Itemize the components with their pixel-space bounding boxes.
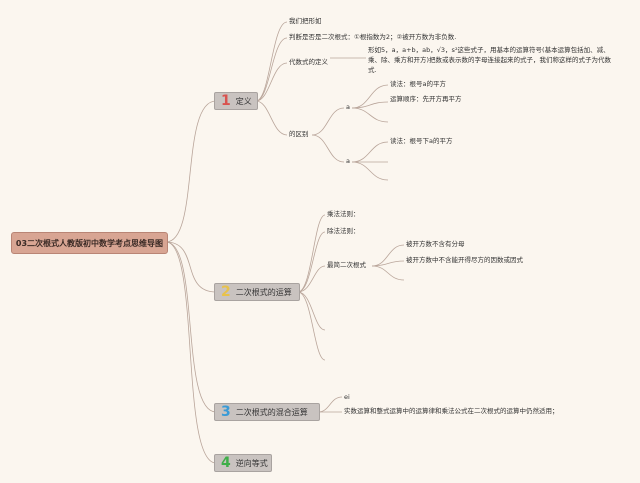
branch-operations[interactable]: 2 二次根式的运算 bbox=[214, 283, 300, 301]
definition-item-difference: 的区别 bbox=[289, 130, 309, 138]
definition-item-algebraic-label: 代数式的定义 bbox=[289, 58, 328, 66]
branch-label-operations: 二次根式的运算 bbox=[235, 287, 292, 297]
operations-simplest-radical: 最简二次根式 bbox=[327, 261, 366, 269]
branch-number-2: 2 bbox=[221, 284, 231, 300]
a1-order: 运算顺序：先开方再平方 bbox=[390, 95, 462, 103]
branch-label-definition: 定义 bbox=[235, 96, 252, 106]
branch-number-3: 3 bbox=[221, 404, 231, 420]
branch-mixed-operations[interactable]: 3 二次根式的混合运算 bbox=[214, 403, 320, 421]
operations-multiply-rule: 乘法法则： bbox=[327, 210, 360, 218]
branch-number-1: 1 bbox=[221, 93, 231, 109]
branch-number-4: 4 bbox=[221, 455, 231, 471]
a2-reading: 读法：根号下a的平方 bbox=[390, 137, 453, 145]
definition-item-form: 我们把形如 bbox=[289, 17, 322, 25]
a1-reading: 读法：根号a的平方 bbox=[390, 80, 446, 88]
simplest-condition-2: 被开方数中不含能开得尽方的因数或因式 bbox=[406, 256, 523, 264]
difference-node-a2: a bbox=[346, 157, 350, 165]
simplest-condition-1: 被开方数不含有分母 bbox=[406, 240, 465, 248]
branch-reverse-equation[interactable]: 4 逆向等式 bbox=[214, 454, 272, 472]
branch-definition[interactable]: 1 定义 bbox=[214, 92, 258, 110]
mixed-symbol: ei bbox=[344, 393, 350, 401]
difference-node-a1: a bbox=[346, 103, 350, 111]
mixed-rule-text: 实数运算和整式运算中的运算律和乘法公式在二次根式的运算中仍然适用； bbox=[344, 407, 559, 415]
branch-label-mixed: 二次根式的混合运算 bbox=[235, 407, 308, 417]
definition-item-algebraic-text: 形如5，a，a+b，ab，√3，s²这些式子，用基本的运算符号(基本运算包括加、… bbox=[368, 46, 612, 74]
branch-label-reverse: 逆向等式 bbox=[235, 458, 268, 468]
operations-divide-rule: 除法法则： bbox=[327, 227, 360, 235]
central-topic-label: 03二次根式人教版初中数学考点思维导图 bbox=[15, 238, 164, 248]
definition-item-judge: 判断是否是二次根式：①根指数为2；②被开方数为非负数. bbox=[289, 33, 457, 41]
central-topic[interactable]: 03二次根式人教版初中数学考点思维导图 bbox=[11, 232, 168, 254]
